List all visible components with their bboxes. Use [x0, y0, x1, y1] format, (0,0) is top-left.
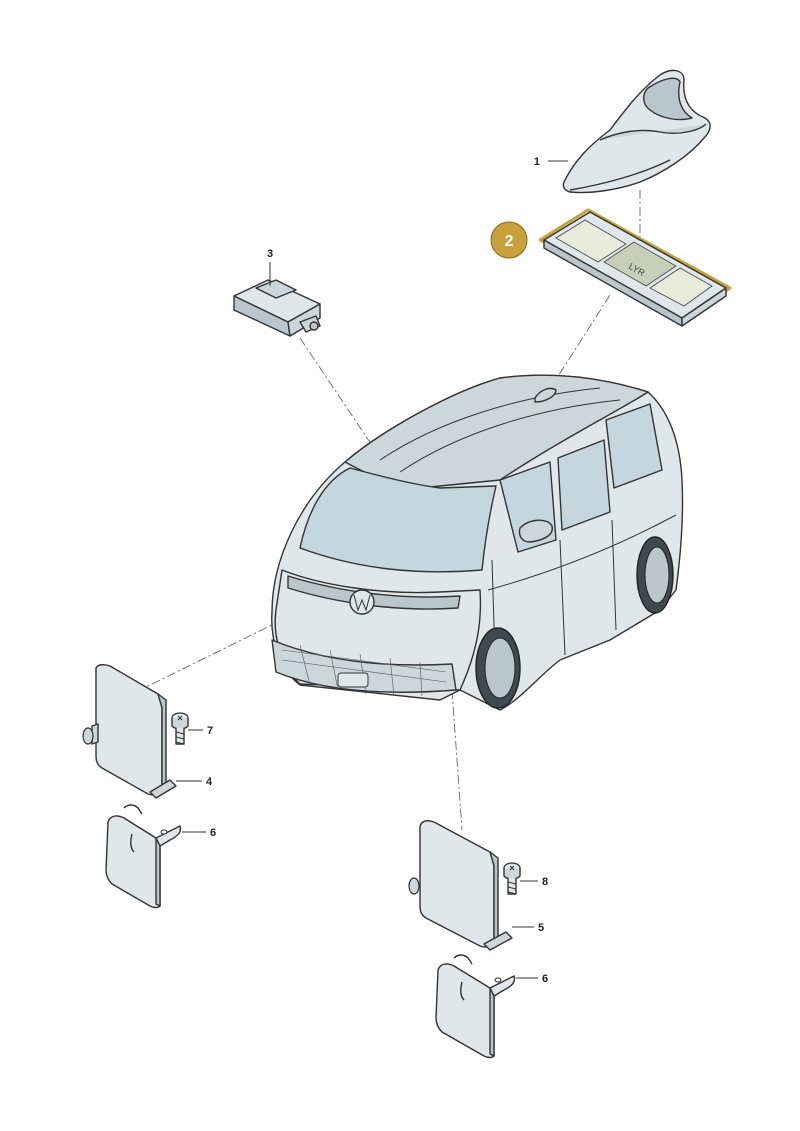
radar-sensor-right[interactable]: [408, 820, 513, 951]
control-unit[interactable]: [233, 279, 321, 337]
radar-sensor-left[interactable]: [82, 663, 177, 799]
screw-7[interactable]: [171, 712, 189, 745]
connector-lines: [139, 190, 641, 831]
bracket-left[interactable]: [105, 804, 182, 909]
callout-1[interactable]: 1: [534, 156, 540, 168]
callout-3[interactable]: 3: [267, 248, 273, 260]
callout-4[interactable]: 4: [206, 776, 213, 788]
callout-5[interactable]: 5: [538, 922, 544, 934]
antenna-module[interactable]: LYR: [538, 208, 732, 327]
callout-8[interactable]: 8: [542, 876, 548, 888]
callout-6-right[interactable]: 6: [542, 973, 548, 985]
callout-2-badge[interactable]: 2: [490, 221, 528, 259]
shark-fin-antenna[interactable]: [562, 69, 711, 194]
callout-6-left[interactable]: 6: [210, 827, 216, 839]
screw-8[interactable]: [503, 862, 521, 895]
leader-lines: [176, 160, 568, 979]
callout-2: 2: [505, 233, 514, 250]
bracket-right[interactable]: [435, 954, 516, 1059]
callout-7[interactable]: 7: [207, 725, 213, 737]
callout-labels: 1 2 3 7 4 6 8 5 6: [206, 156, 548, 985]
vehicle-van: [271, 374, 684, 711]
